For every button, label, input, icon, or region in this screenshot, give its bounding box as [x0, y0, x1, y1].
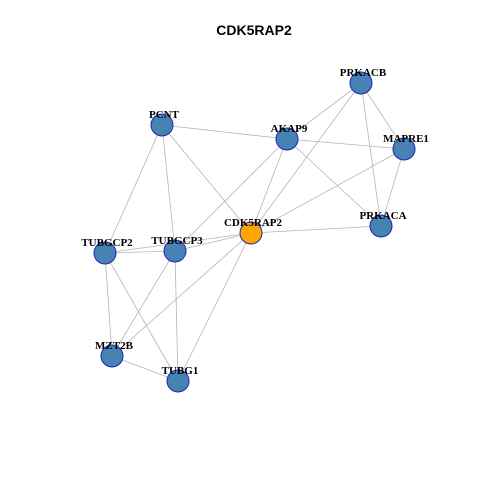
node-prkacb: PRKACB — [340, 67, 387, 95]
node-prkaca: PRKACA — [359, 210, 407, 238]
edge-pcnt-akap9 — [161, 124, 288, 140]
edge-tubgcp2-tubg1 — [104, 252, 179, 382]
node-cdk5rap2: CDK5RAP2 — [224, 217, 283, 245]
node-label-tubgcp2: TUBGCP2 — [81, 237, 133, 249]
node-circle-akap9 — [275, 127, 299, 151]
edge-prkacb-akap9 — [286, 82, 362, 140]
node-mzt2b: MZT2B — [95, 340, 134, 368]
edge-cdk5rap2-tubgcp3 — [174, 232, 252, 252]
node-circle-prkaca — [369, 214, 393, 238]
node-label-prkacb: PRKACB — [340, 67, 387, 79]
node-circle-tubgcp2 — [93, 241, 117, 265]
edge-tubgcp2-tubgcp3 — [104, 250, 176, 254]
node-tubg1: TUBG1 — [162, 365, 199, 393]
node-label-prkaca: PRKACA — [359, 210, 406, 222]
edge-akap9-mapre1 — [286, 138, 405, 150]
node-circle-tubgcp3 — [163, 239, 187, 263]
node-circle-tubg1 — [166, 369, 190, 393]
node-label-mapre1: MAPRE1 — [383, 133, 429, 145]
edge-pcnt-cdk5rap2 — [161, 124, 252, 234]
edge-prkacb-prkaca — [360, 82, 382, 227]
edge-prkacb-mapre1 — [360, 82, 405, 150]
node-circle-mzt2b — [100, 344, 124, 368]
node-label-tubg1: TUBG1 — [162, 365, 199, 377]
edge-cdk5rap2-prkaca — [250, 225, 382, 234]
edge-cdk5rap2-tubg1 — [177, 232, 252, 382]
edge-pcnt-tubgcp3 — [161, 124, 176, 252]
node-circle-pcnt — [150, 113, 174, 137]
edge-pcnt-tubgcp2 — [104, 124, 163, 254]
edge-mzt2b-tubg1 — [111, 355, 179, 382]
edge-cdk5rap2-mzt2b — [111, 232, 252, 357]
node-circle-prkacb — [349, 71, 373, 95]
node-circle-cdk5rap2 — [239, 221, 263, 245]
node-akap9: AKAP9 — [271, 123, 308, 151]
edge-layer — [104, 82, 405, 382]
edge-prkacb-cdk5rap2 — [250, 82, 362, 234]
edge-akap9-prkaca — [286, 138, 382, 227]
node-pcnt: PCNT — [149, 109, 180, 137]
edge-mapre1-prkaca — [380, 148, 405, 227]
edge-akap9-tubgcp3 — [174, 138, 288, 252]
node-label-cdk5rap2: CDK5RAP2 — [224, 217, 283, 229]
edge-tubgcp3-mzt2b — [111, 250, 176, 357]
node-tubgcp3: TUBGCP3 — [151, 235, 203, 263]
node-mapre1: MAPRE1 — [383, 133, 429, 161]
node-label-mzt2b: MZT2B — [95, 340, 134, 352]
edge-mapre1-cdk5rap2 — [250, 148, 405, 234]
edge-akap9-cdk5rap2 — [250, 138, 288, 234]
node-label-pcnt: PCNT — [149, 109, 180, 121]
node-tubgcp2: TUBGCP2 — [81, 237, 133, 265]
edge-tubgcp3-tubg1 — [174, 250, 179, 382]
node-label-akap9: AKAP9 — [271, 123, 308, 135]
node-label-tubgcp3: TUBGCP3 — [151, 235, 203, 247]
node-circle-mapre1 — [392, 137, 416, 161]
graph-title: CDK5RAP2 — [216, 22, 292, 38]
edge-tubgcp2-mzt2b — [104, 252, 113, 357]
